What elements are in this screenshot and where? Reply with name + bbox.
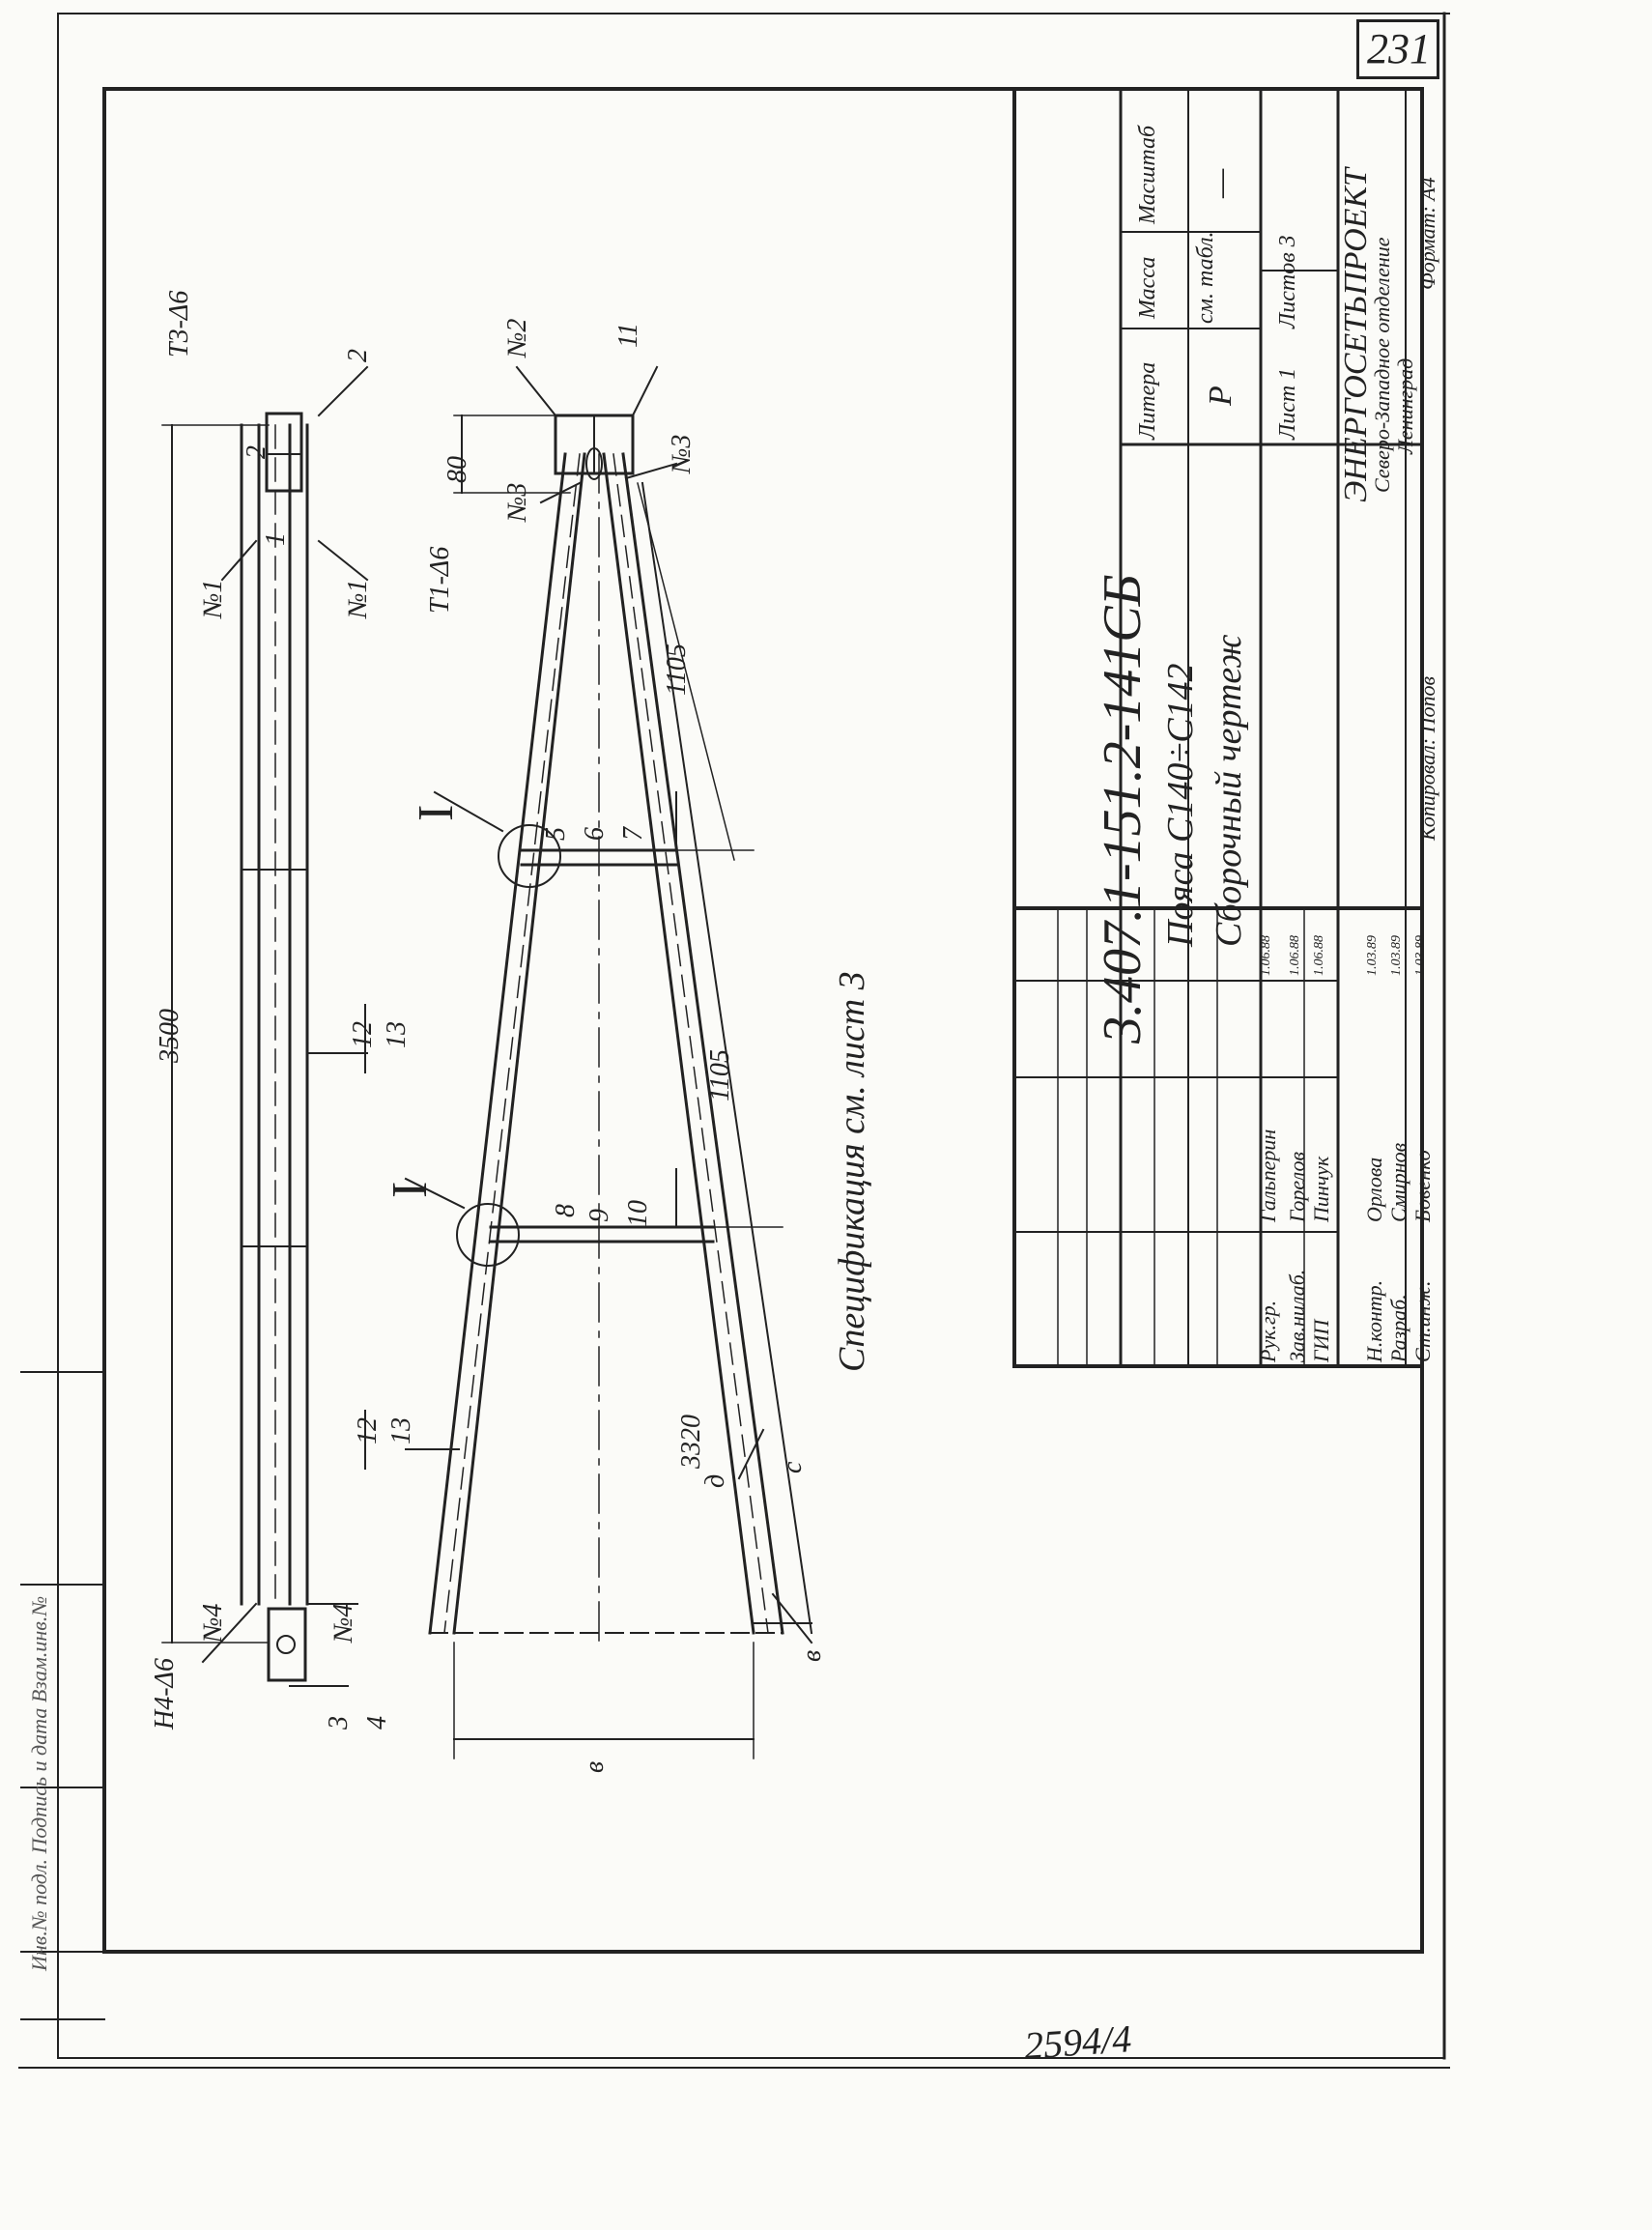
sig-role: ГИП: [1309, 1319, 1333, 1362]
page-number-frame: [1356, 19, 1439, 79]
side-stamp: Инв.№ подл. Подпись и дата Взам.инв.№: [27, 1595, 51, 1971]
sig-date: 1.03.89: [1365, 935, 1380, 976]
document-code: 3.407.1-151.2-141СБ: [1093, 574, 1153, 1044]
sig-date: 1.06.88: [1259, 935, 1273, 976]
position-label: 9: [584, 1209, 614, 1222]
sig-role: Зав.нилаб.: [1285, 1269, 1309, 1362]
sig-role: Разраб.: [1386, 1294, 1410, 1362]
weld-label: Т3-Δ6: [164, 290, 194, 357]
position-label: 12: [348, 1021, 378, 1048]
dim-width: в: [580, 1760, 610, 1773]
sig-date: 1.06.88: [1312, 935, 1326, 976]
node-label: №3: [502, 482, 532, 522]
title-block-frame: [1012, 87, 1424, 1368]
dim-base: 3320: [676, 1415, 706, 1469]
organization-subdivision: Северо-Западное отделение: [1370, 237, 1394, 493]
inner-frame: [102, 87, 1424, 1954]
format-label: Формат: А4: [1415, 177, 1439, 290]
archive-number: 2594/4: [1022, 2016, 1133, 2068]
page-number: 231: [1367, 25, 1431, 72]
position-label: 6: [580, 827, 610, 841]
mark-label: д: [700, 1473, 730, 1488]
lower-view-truss: [404, 365, 813, 1759]
organization-city: Ленинград: [1393, 357, 1417, 454]
sig-name: Пинчук: [1309, 1156, 1333, 1222]
dim-panel-1: 1105: [662, 643, 692, 696]
stage-header: Литера: [1135, 361, 1160, 440]
position-label: 13: [382, 1021, 412, 1048]
position-label: 5: [541, 827, 571, 841]
sig-date: 1.03.89: [1413, 935, 1428, 976]
sig-name: Бовенко: [1410, 1150, 1435, 1222]
position-label: 11: [613, 323, 643, 348]
drawing-subtitle: Сборочный чертеж: [1209, 634, 1249, 947]
upper-view-chord: [161, 365, 369, 1687]
sig-date: 1.03.89: [1389, 935, 1404, 976]
position-label: 10: [623, 1200, 653, 1227]
mass-value: см. табл.: [1193, 231, 1218, 324]
sig-role: Н.контр.: [1362, 1279, 1386, 1362]
position-label: 7: [618, 827, 648, 841]
position-label: 12: [353, 1417, 383, 1444]
weld-label: Т1-Δ6: [425, 546, 455, 614]
mass-header: Масса: [1135, 256, 1160, 319]
mark-label: в: [797, 1649, 827, 1662]
scale-header: Масштаб: [1135, 125, 1160, 224]
node-label: №1: [198, 579, 228, 618]
node-label: №4: [198, 1603, 228, 1643]
dim-overall-length: 3500: [155, 1009, 185, 1063]
sig-role: Ст.инж.: [1410, 1280, 1435, 1362]
position-label: 8: [551, 1204, 581, 1217]
sig-role: Рук.гр.: [1256, 1300, 1280, 1362]
sig-name: Гальперин: [1256, 1129, 1280, 1222]
position-label: 1: [261, 532, 291, 546]
position-label: 4: [362, 1716, 392, 1730]
sig-name: Горелов: [1285, 1151, 1309, 1222]
node-label: №1: [343, 579, 373, 618]
position-label: 13: [386, 1417, 416, 1444]
dim-panel-2: 1105: [705, 1049, 735, 1101]
stage-value: Р: [1203, 386, 1239, 406]
node-label: №3: [667, 434, 697, 473]
mark-label: 2: [242, 445, 271, 459]
detail-marker: I: [409, 804, 464, 821]
copied-by-label: Копировал: Попов: [1415, 675, 1439, 841]
detail-marker: I: [383, 1181, 438, 1198]
sheets-total: Листов 3: [1275, 235, 1300, 329]
drawing-title: Пояса С140÷С142: [1160, 663, 1201, 947]
dim-end-offset: 80: [442, 456, 472, 483]
scale-value: —: [1203, 168, 1239, 198]
sig-name: Орлова: [1362, 1157, 1386, 1222]
weld-label: Н4-Δ6: [150, 1658, 180, 1730]
node-label: №4: [328, 1603, 358, 1643]
sig-date: 1.06.88: [1288, 935, 1302, 976]
position-label: 2: [343, 349, 373, 362]
mark-label: с: [778, 1461, 808, 1473]
sheet-number: Лист 1: [1275, 367, 1300, 440]
position-label: 3: [324, 1716, 354, 1730]
sig-name: Смирнов: [1386, 1142, 1410, 1222]
specification-reference: Спецификация см. лист 3: [832, 971, 872, 1372]
node-label: №2: [502, 318, 532, 357]
